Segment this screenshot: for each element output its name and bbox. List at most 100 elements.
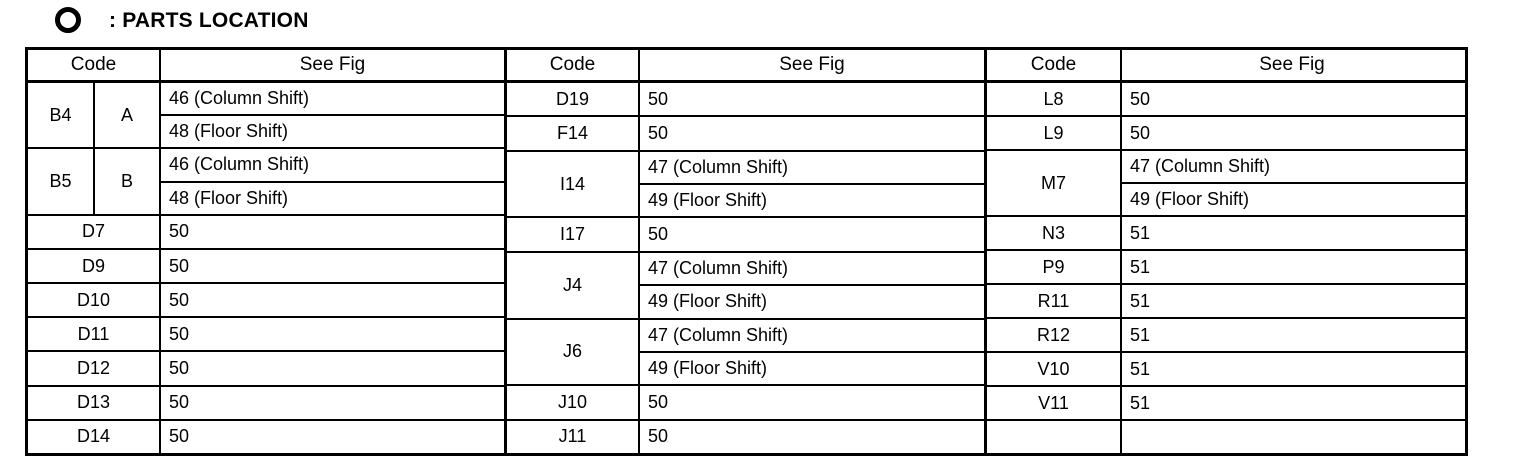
code-value: B5 [28,149,95,214]
cell-code: P9 [987,251,1122,283]
table-row: V10 51 [987,353,1465,387]
table-row: R11 51 [987,285,1465,319]
cell-see-fig: 51 [1130,358,1151,379]
cell-code: M7 [987,151,1122,215]
column-header-code: Code [507,50,640,80]
table-row: B5 B 46 (Column Shift) 48 (Floor Shift) [28,149,504,216]
table-row: B4 A 46 (Column Shift) 48 (Floor Shift) [28,83,504,150]
cell-code: V10 [987,353,1122,385]
table-row: I17 50 [507,218,984,253]
cell-see-fig: 50 [648,123,669,144]
see-fig-value: 49 (Floor Shift) [648,291,768,312]
table-row: L9 50 [987,117,1465,151]
cell-see-fig: 47 (Column Shift) 49 (Floor Shift) [640,152,984,217]
table-body: B4 A 46 (Column Shift) 48 (Floor Shift) … [28,83,504,454]
cell-code: L9 [987,117,1122,149]
cell-code: I17 [507,218,640,251]
see-fig-value: 48 (Floor Shift) [169,121,289,142]
cell-code: R12 [987,319,1122,351]
cell-code: I14 [507,151,640,217]
cell-see-fig: 51 [1130,392,1151,413]
cell-code [987,421,1122,453]
cell-see-fig: 50 [648,224,669,245]
cell-see-fig: 51 [1130,222,1151,243]
cell-code: D10 [28,284,161,317]
page-title: : PARTS LOCATION [109,8,309,32]
cell-see-fig: 46 (Column Shift) 48 (Floor Shift) [161,149,504,213]
table-row: D11 50 [28,318,504,353]
cell-see-fig: 50 [169,221,190,242]
cell-code: D13 [28,386,161,419]
table-row: J4 47 (Column Shift) 49 (Floor Shift) [507,252,984,320]
cell-see-fig: 50 [648,88,669,109]
cell-code: V11 [987,387,1122,419]
column-header-see-fig: See Fig [779,54,845,75]
table-row: J6 47 (Column Shift) 49 (Floor Shift) [507,319,984,387]
column-header-code: Code [28,50,161,80]
cell-see-fig: 51 [1130,256,1151,277]
see-fig-value: 49 (Floor Shift) [648,358,768,379]
see-fig-value: 49 (Floor Shift) [648,190,768,211]
table-row: N3 51 [987,217,1465,251]
cell-code: D12 [28,352,161,385]
cell-see-fig: 47 (Column Shift) 49 (Floor Shift) [640,320,984,385]
column-header-see-fig: See Fig [299,54,366,75]
code-sub-value: A [120,104,133,125]
page-header: : PARTS LOCATION [55,2,309,38]
table-row: R12 51 [987,319,1465,353]
table-row: J11 50 [507,420,984,453]
cell-see-fig [1122,421,1465,453]
cell-code: J6 [507,319,640,385]
table-row: V11 51 [987,387,1465,421]
cell-code: B5 B [28,149,161,214]
table-row: D14 50 [28,420,504,454]
cell-code: B4 A [28,83,161,148]
cell-see-fig: 50 [648,426,669,447]
table-row: P9 51 [987,251,1465,285]
cell-code: J11 [507,420,640,453]
cell-code: D11 [28,318,161,351]
cell-see-fig: 50 [648,391,669,412]
table-row: D7 50 [28,215,504,250]
cell-code: R11 [987,285,1122,317]
table-row-empty [987,421,1465,453]
see-fig-value: 47 (Column Shift) [640,253,984,287]
table-row: D19 50 [507,83,984,118]
code-sub-value: B [120,171,133,192]
table-row: D13 50 [28,386,504,421]
cell-see-fig: 50 [169,392,190,413]
cell-code: N3 [987,217,1122,249]
see-fig-value: 46 (Column Shift) [161,83,504,117]
column-header-code: Code [987,50,1122,80]
table-body: D19 50 F14 50 I14 47 (Column Shift) 49 (… [507,83,984,453]
cell-code: D19 [507,83,640,116]
see-fig-value: 46 (Column Shift) [161,149,504,183]
table-row: D9 50 [28,249,504,285]
cell-code: D7 [28,215,161,248]
cell-see-fig: 46 (Column Shift) 48 (Floor Shift) [161,83,504,147]
table-row: D12 50 [28,352,504,387]
table-block-1: Code See Fig B4 A 46 (Column Shift) 48 (… [28,50,507,454]
cell-code: J10 [507,386,640,419]
table-row: L8 50 [987,83,1465,117]
cell-see-fig: 50 [169,358,190,379]
table-header-row: Code See Fig [28,50,504,83]
see-fig-value: 47 (Column Shift) [640,152,984,186]
table-block-2: Code See Fig D19 50 F14 50 I14 47 (Colum… [507,50,987,453]
parts-location-table: Code See Fig B4 A 46 (Column Shift) 48 (… [25,47,1468,456]
see-fig-value: 49 (Floor Shift) [1130,189,1250,209]
table-header-row: Code See Fig [507,50,984,83]
see-fig-value: 47 (Column Shift) [640,320,984,353]
cell-see-fig: 50 [169,323,190,344]
cell-code: D14 [28,420,161,454]
table-row: J10 50 [507,386,984,421]
table-row: M7 47 (Column Shift) 49 (Floor Shift) [987,151,1465,217]
table-row: F14 50 [507,117,984,152]
cell-see-fig: 51 [1130,324,1151,345]
table-block-3: Code See Fig L8 50 L9 50 M7 47 (Column S… [987,50,1465,453]
table-row: D10 50 [28,284,504,319]
cell-see-fig: 50 [169,289,190,310]
cell-see-fig: 50 [1130,88,1151,109]
cell-see-fig: 47 (Column Shift) 49 (Floor Shift) [1122,151,1465,215]
